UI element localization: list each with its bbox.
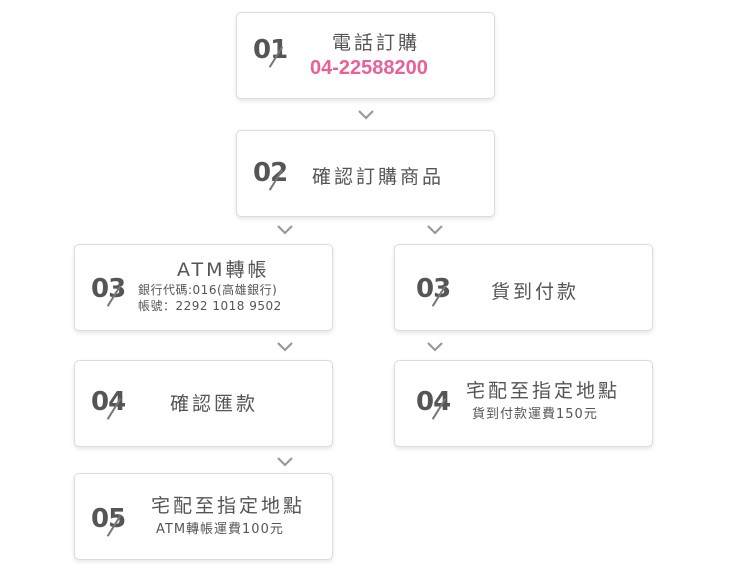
step-number-text: 01 xyxy=(253,35,288,65)
step-title: ATM轉帳 xyxy=(177,259,270,281)
chevron-down-icon xyxy=(427,342,443,352)
step-number: 03 xyxy=(91,274,126,307)
phone-number[interactable]: 04-22588200 xyxy=(310,57,428,79)
shipping-fee: ATM轉帳運費100元 xyxy=(156,522,284,537)
step-number: 02 xyxy=(253,158,288,191)
chevron-down-icon xyxy=(277,342,293,352)
step-number: 01 xyxy=(253,35,288,68)
step-title: 確認匯款 xyxy=(170,393,259,415)
step-05-delivery-card: 05 宅配至指定地點 ATM轉帳運費100元 xyxy=(74,473,333,560)
bank-code: 銀行代碼:016(高雄銀行) xyxy=(138,283,278,297)
step-number-text: 03 xyxy=(91,274,126,304)
step-number: 05 xyxy=(91,504,126,537)
step-02-card: 02 確認訂購商品 xyxy=(236,130,495,217)
shipping-fee: 貨到付款運費150元 xyxy=(472,407,598,422)
step-number-text: 03 xyxy=(416,274,451,304)
step-title: 電話訂購 xyxy=(332,32,421,54)
chevron-down-icon xyxy=(358,110,374,120)
step-03-atm-card: 03 ATM轉帳 銀行代碼:016(高雄銀行) 帳號：2292 1018 950… xyxy=(74,244,333,331)
chevron-down-icon xyxy=(277,225,293,235)
step-number-text: 05 xyxy=(91,504,126,534)
step-title: 貨到付款 xyxy=(491,281,580,303)
chevron-down-icon xyxy=(427,225,443,235)
chevron-down-icon xyxy=(277,457,293,467)
step-number-text: 04 xyxy=(416,387,451,417)
step-number: 03 xyxy=(416,274,451,307)
step-title: 宅配至指定地點 xyxy=(466,380,621,402)
step-number-text: 04 xyxy=(91,387,126,417)
step-number: 04 xyxy=(416,387,451,420)
step-01-card: 01 電話訂購 04-22588200 xyxy=(236,12,495,99)
account-number: 帳號：2292 1018 9502 xyxy=(138,299,282,313)
step-03-cod-card: 03 貨到付款 xyxy=(394,244,653,331)
step-title: 確認訂購商品 xyxy=(312,166,445,188)
step-number: 04 xyxy=(91,387,126,420)
step-04-confirm-card: 04 確認匯款 xyxy=(74,360,333,447)
step-04-delivery-card: 04 宅配至指定地點 貨到付款運費150元 xyxy=(394,360,653,447)
step-number-text: 02 xyxy=(253,158,288,188)
step-title: 宅配至指定地點 xyxy=(151,495,306,517)
